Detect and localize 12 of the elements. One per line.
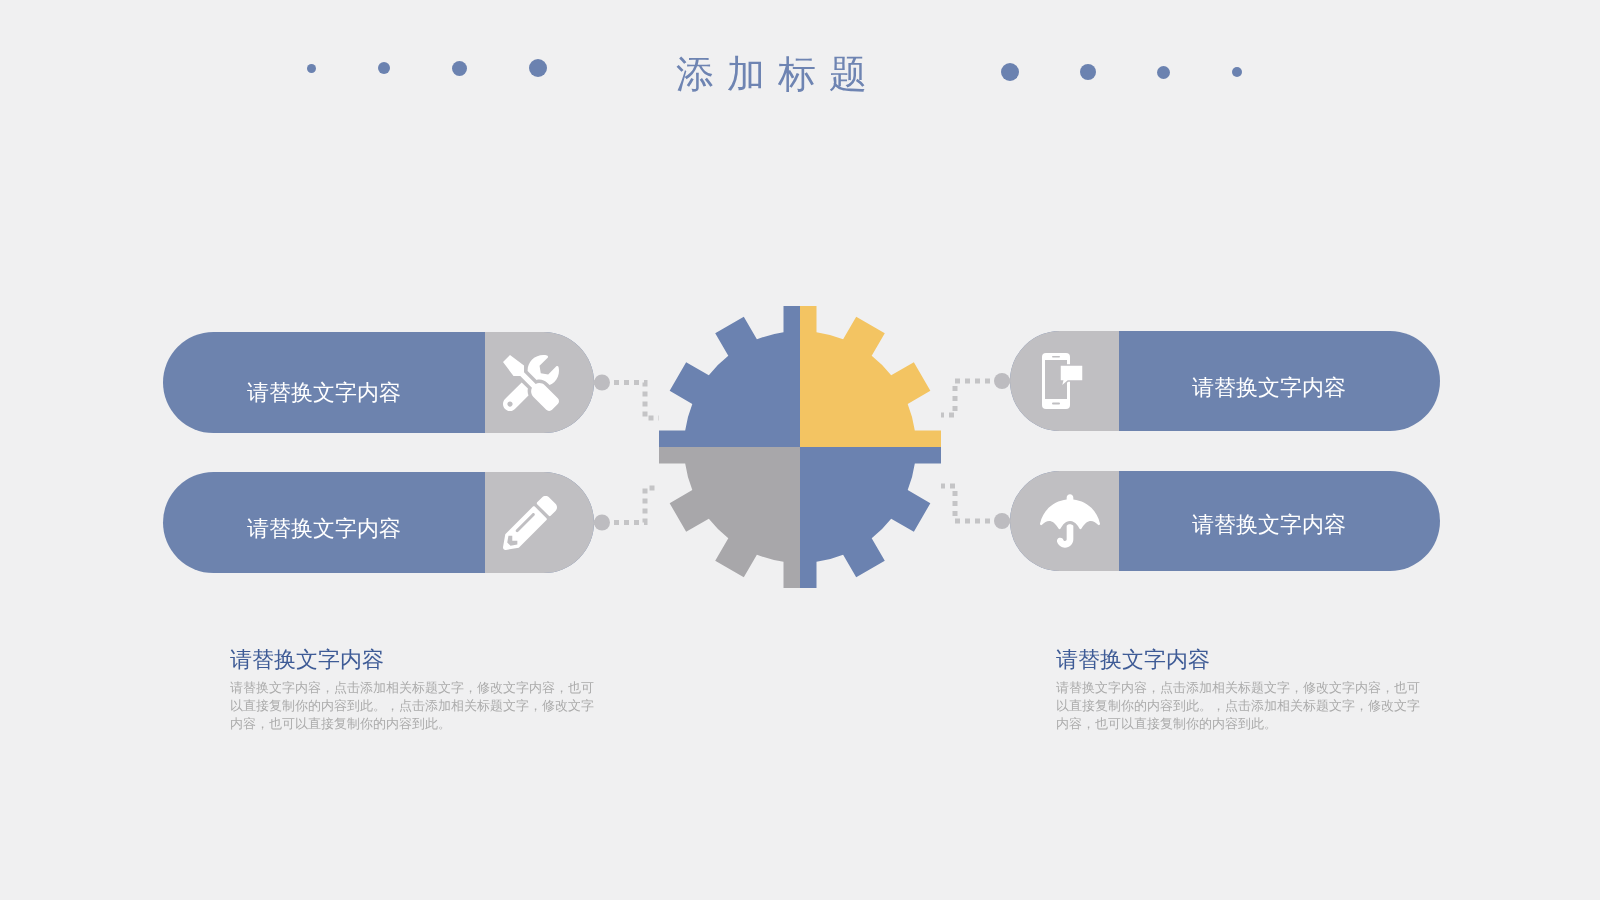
title: 添加标题 — [676, 52, 880, 97]
paragraph: 请替换文字内容，点击添加相关标题文字，修改文字内容，也可以直接复制你的内容到此。，点击添加相关标题文字，修改文字内容，也可以直接复制你的内容到此。 — [230, 679, 595, 733]
heading: 请替换文字内容 — [230, 646, 384, 674]
heading: 请替换文字内容 — [1056, 646, 1210, 674]
paragraph: 请替换文字内容，点击添加相关标题文字，修改文字内容，也可以直接复制你的内容到此。，点击添加相关标题文字，修改文字内容，也可以直接复制你的内容到此。 — [1056, 679, 1421, 733]
pill-label: 请替换文字内容 — [1191, 511, 1346, 539]
dotted-connector — [941, 483, 1010, 529]
pill-label: 请替换文字内容 — [1191, 374, 1346, 402]
pill-label: 请替换文字内容 — [247, 378, 401, 407]
gear-graphic — [659, 306, 941, 588]
pill-label: 请替换文字内容 — [247, 514, 401, 543]
dotted-connector — [941, 373, 1010, 418]
